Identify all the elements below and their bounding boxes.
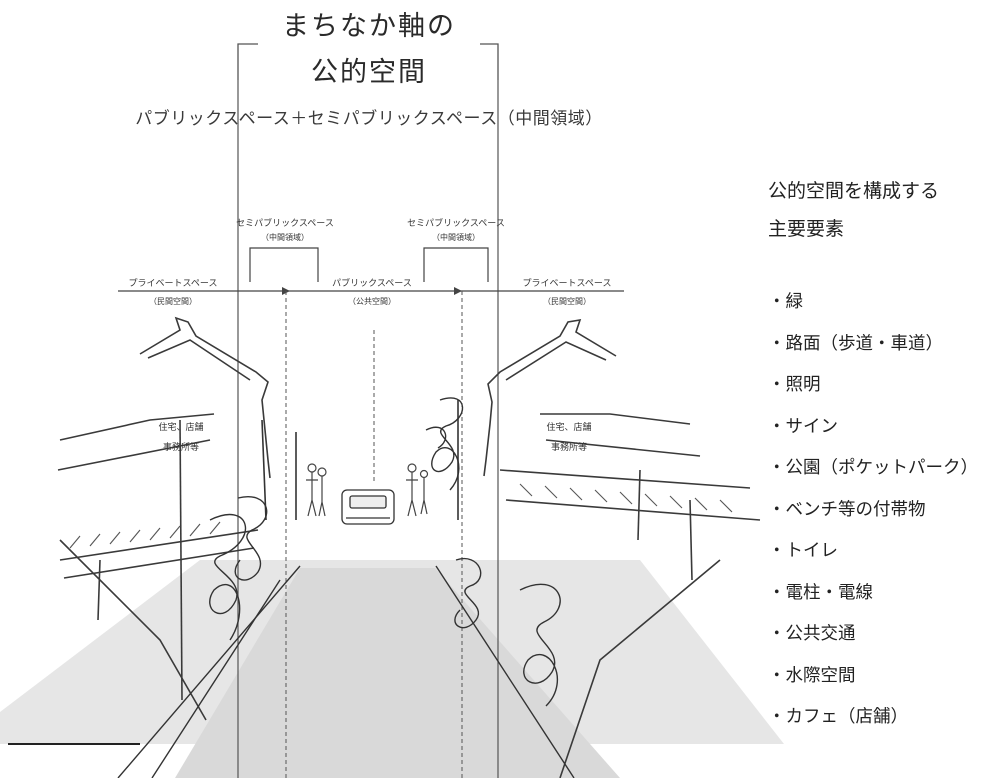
zone-sublabel: （民間空間）	[149, 297, 197, 306]
title-bracket	[237, 43, 499, 80]
zone-sublabel: （民間空間）	[543, 297, 591, 306]
list-item: ・トイレ	[768, 541, 838, 561]
zone-label: プライベートスペース	[522, 279, 612, 289]
list-item: ・カフェ（店舗）	[768, 707, 908, 727]
list-item: ・公共交通	[768, 624, 856, 644]
poles	[261, 400, 459, 521]
zone-label: パブリックスペース	[332, 279, 412, 289]
list-item: ・緑	[768, 292, 803, 312]
diagram-title-line1: まちなか軸の	[282, 11, 456, 42]
list-item: ・公園（ポケットパーク）	[768, 458, 978, 478]
panel-heading-line2: 主要要素	[768, 218, 845, 240]
panel-heading: 公的空間を構成する 主要要素	[768, 172, 939, 248]
zone-sublabel: （中間領域）	[432, 233, 480, 242]
zone-label-semi-public-left: セミパブリックスペース （中間領域）	[230, 218, 340, 244]
zone-label: セミパブリックスペース	[236, 219, 334, 229]
curb-lines	[117, 565, 575, 778]
building-use-label: 住宅、店舗	[546, 423, 592, 433]
semi-public-brackets	[249, 247, 489, 282]
left-building	[57, 316, 271, 721]
elements-panel: 公的空間を構成する 主要要素 ・緑 ・路面（歩道・車道） ・照明 ・サイン ・公…	[768, 0, 1008, 778]
zone-label-public: パブリックスペース （公共空間）	[322, 278, 422, 308]
zone-label-semi-public-right: セミパブリックスペース （中間領域）	[400, 218, 512, 244]
zone-sublabel: （中間領域）	[261, 233, 309, 242]
zone-dashed-lines	[285, 291, 463, 778]
diagram-title-line2: 公的空間	[311, 57, 427, 88]
list-item: ・水際空間	[768, 665, 856, 686]
building-use-label: 住宅、店舗	[158, 423, 204, 433]
zone-label: プライベートスペース	[128, 279, 218, 289]
pedestrians	[306, 463, 429, 517]
building-label-left: 住宅、店舗 事務所等	[146, 418, 216, 458]
right-building	[483, 318, 761, 778]
list-item: ・路面（歩道・車道）	[768, 333, 943, 354]
building-label-right: 住宅、店舗 事務所等	[534, 418, 604, 458]
zone-label-private-right: プライベートスペース （民間空間）	[512, 278, 622, 308]
car	[341, 489, 395, 525]
awning-hatching	[69, 483, 733, 549]
building-use-label: 事務所等	[550, 443, 587, 453]
zone-label-private-left: プライベートスペース （民間空間）	[118, 278, 228, 308]
diagram-subtitle: パブリックスペース＋セミパブリックスペース（中間領域）	[135, 109, 603, 129]
list-item: ・サイン	[768, 416, 838, 437]
panel-heading-line1: 公的空間を構成する	[768, 180, 940, 202]
zone-sublabel: （公共空間）	[348, 297, 396, 306]
list-item: ・電柱・電線	[768, 582, 873, 603]
list-item: ・ベンチ等の付帯物	[768, 499, 926, 520]
building-use-label: 事務所等	[162, 443, 199, 453]
element-list: ・緑 ・路面（歩道・車道） ・照明 ・サイン ・公園（ポケットパーク） ・ベンチ…	[768, 282, 978, 739]
list-item: ・照明	[768, 375, 821, 395]
zone-label: セミパブリックスペース	[407, 219, 505, 229]
